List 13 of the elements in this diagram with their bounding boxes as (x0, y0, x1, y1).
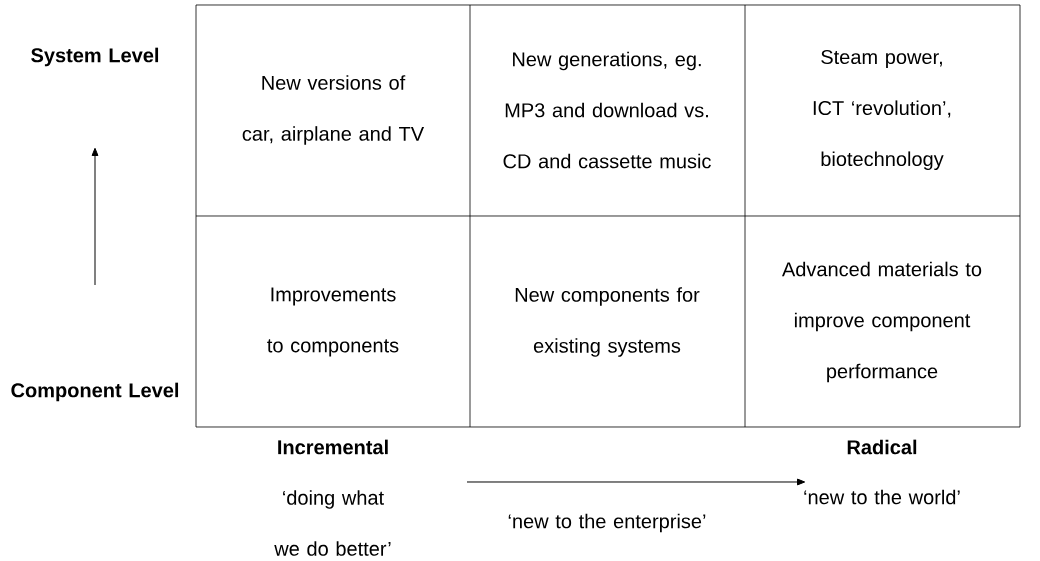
axis-title: Component Level (11, 382, 179, 402)
axis-note: ‘new to the world’ (804, 489, 960, 505)
axis-title: Incremental (278, 439, 388, 455)
axis-note: ‘new to the enterprise’ (508, 513, 706, 533)
table-cell: New components for existing systems (515, 287, 700, 357)
table-cell: Steam power, ICT ‘revolution’, biotechnology (813, 49, 951, 171)
axis-title: Radical (847, 439, 917, 455)
table-cell: Improvements to components (267, 287, 399, 357)
axis-title: System Level (31, 47, 159, 67)
table-cell: New generations, eg. MP3 and download vs. CD and cassette music (503, 51, 711, 169)
table-cell: New versions of car, airplane and TV (242, 75, 425, 145)
table-cell: Advanced materials to improve component performance (782, 261, 982, 383)
axis-note: ‘doing what we do better’ (274, 490, 391, 556)
